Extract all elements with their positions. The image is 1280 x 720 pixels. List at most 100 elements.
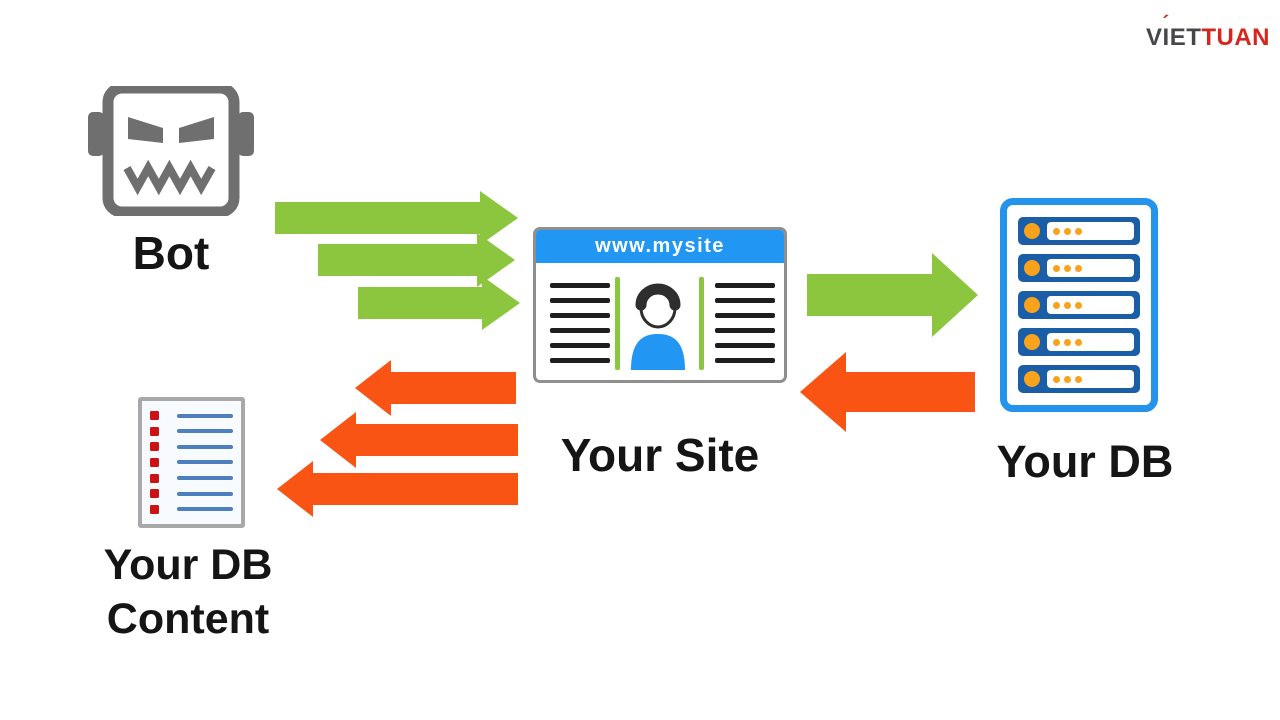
server-panel — [1047, 333, 1134, 351]
bot-to-site-arrow-3 — [358, 276, 520, 330]
bot-label: Bot — [132, 227, 210, 279]
logo-accent-mark: ´ — [1162, 13, 1170, 35]
logo-letter-i: I´ — [1162, 13, 1170, 51]
logo-text-red: TUAN — [1201, 24, 1271, 51]
server-unit — [1018, 291, 1140, 319]
document-text-line — [177, 429, 233, 434]
server-indicator-dot — [1075, 227, 1082, 235]
server-unit — [1018, 254, 1140, 282]
robot-right-eye — [179, 117, 214, 143]
document-row — [150, 473, 233, 483]
document-bullet — [150, 504, 159, 514]
viettuan-logo: VI´ETTUAN — [1146, 13, 1271, 52]
site-text-line — [715, 328, 775, 333]
document-bullet — [150, 411, 159, 420]
site-divider-bar-right — [699, 277, 704, 370]
browser-window-icon: www.mysite — [533, 227, 787, 383]
server-indicator-dot — [1053, 338, 1060, 346]
site-text-line — [715, 358, 775, 363]
robot-zigzag-mouth — [123, 159, 216, 196]
document-bullet — [150, 473, 159, 483]
browser-address-bar: www.mysite — [536, 230, 784, 263]
site-text-line — [550, 343, 610, 348]
site-to-content-arrow-2 — [320, 412, 518, 468]
site-text-line — [550, 358, 610, 363]
database-server-icon — [1000, 198, 1158, 412]
browser-page-body — [536, 263, 784, 380]
document-text-line — [177, 460, 233, 465]
bot-to-site-arrow-2 — [318, 233, 515, 287]
your-site-label: Your Site — [560, 429, 760, 481]
document-text-line — [177, 476, 233, 481]
robot-left-ear — [88, 112, 104, 156]
site-text-line — [715, 313, 775, 318]
document-row — [150, 457, 233, 467]
site-divider-bar-left — [615, 277, 620, 370]
site-text-column-left — [550, 283, 610, 363]
server-indicator-dot — [1064, 301, 1071, 309]
your-db-content-label: Your DB Content — [88, 538, 288, 646]
server-indicator-dot — [1064, 264, 1071, 272]
document-text-line — [177, 507, 233, 512]
server-indicator-dot — [1053, 301, 1060, 309]
document-row — [150, 489, 233, 499]
site-text-line — [550, 313, 610, 318]
site-text-line — [550, 328, 610, 333]
your-db-label: Your DB — [996, 436, 1174, 487]
site-text-line — [715, 298, 775, 303]
site-to-content-arrow-1 — [355, 360, 516, 416]
server-indicator-dot — [1053, 264, 1060, 272]
server-indicator-dot — [1064, 338, 1071, 346]
document-bullet — [150, 489, 159, 499]
server-led-light — [1024, 260, 1040, 276]
site-text-line — [550, 298, 610, 303]
server-led-light — [1024, 334, 1040, 350]
robot-left-eye — [128, 117, 163, 143]
document-bullet — [150, 457, 159, 467]
user-person-icon — [631, 283, 685, 370]
server-led-light — [1024, 297, 1040, 313]
server-panel — [1047, 259, 1134, 277]
server-indicator-dot — [1075, 375, 1082, 383]
document-bullet — [150, 426, 159, 436]
document-row — [150, 504, 233, 514]
server-panel — [1047, 296, 1134, 314]
site-text-line — [715, 343, 775, 348]
server-indicator-dot — [1075, 338, 1082, 346]
bot-to-site-arrow-1 — [275, 191, 518, 245]
logo-text-dark: V — [1146, 24, 1163, 51]
document-bullet — [150, 442, 159, 452]
site-text-line — [550, 283, 610, 288]
document-list-icon — [138, 397, 245, 528]
site-text-column-right — [715, 283, 775, 363]
server-led-light — [1024, 223, 1040, 239]
server-unit — [1018, 365, 1140, 393]
site-to-db-arrow — [807, 253, 978, 337]
robot-head — [102, 86, 240, 216]
content-label-line1: Your DB — [103, 541, 273, 589]
db-to-site-arrow — [800, 352, 975, 432]
site-to-content-arrow-3 — [277, 461, 518, 517]
document-row — [150, 442, 233, 452]
site-text-line — [715, 283, 775, 288]
document-text-line — [177, 413, 233, 418]
server-unit — [1018, 217, 1140, 245]
logo-text-dark2: ET — [1169, 24, 1202, 51]
document-text-line — [177, 444, 233, 449]
document-row — [150, 426, 233, 436]
robot-right-ear — [238, 112, 254, 156]
content-label-line2: Content — [106, 595, 270, 643]
server-indicator-dot — [1064, 227, 1071, 235]
server-indicator-dot — [1053, 375, 1060, 383]
document-text-line — [177, 491, 233, 496]
server-panel — [1047, 222, 1134, 240]
server-indicator-dot — [1075, 301, 1082, 309]
server-unit — [1018, 328, 1140, 356]
server-indicator-dot — [1064, 375, 1071, 383]
server-indicator-dot — [1075, 264, 1082, 272]
server-panel — [1047, 370, 1134, 388]
server-indicator-dot — [1053, 227, 1060, 235]
document-row — [150, 411, 233, 420]
robot-bot-icon — [88, 86, 254, 216]
